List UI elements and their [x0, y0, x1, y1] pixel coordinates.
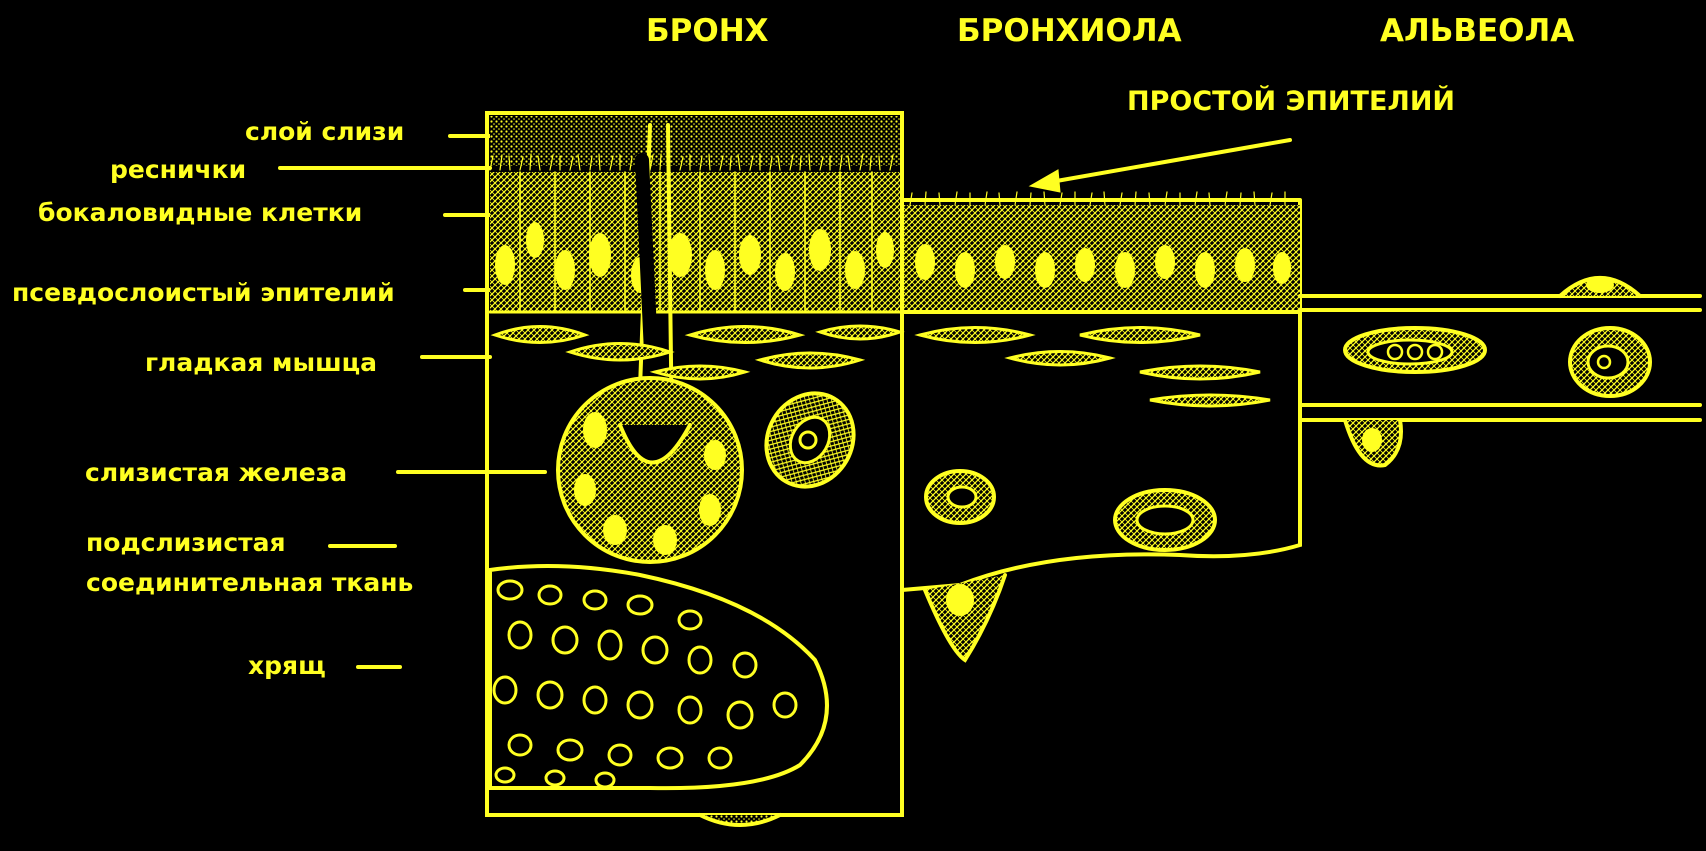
smooth-muscle-cells: [495, 326, 900, 379]
